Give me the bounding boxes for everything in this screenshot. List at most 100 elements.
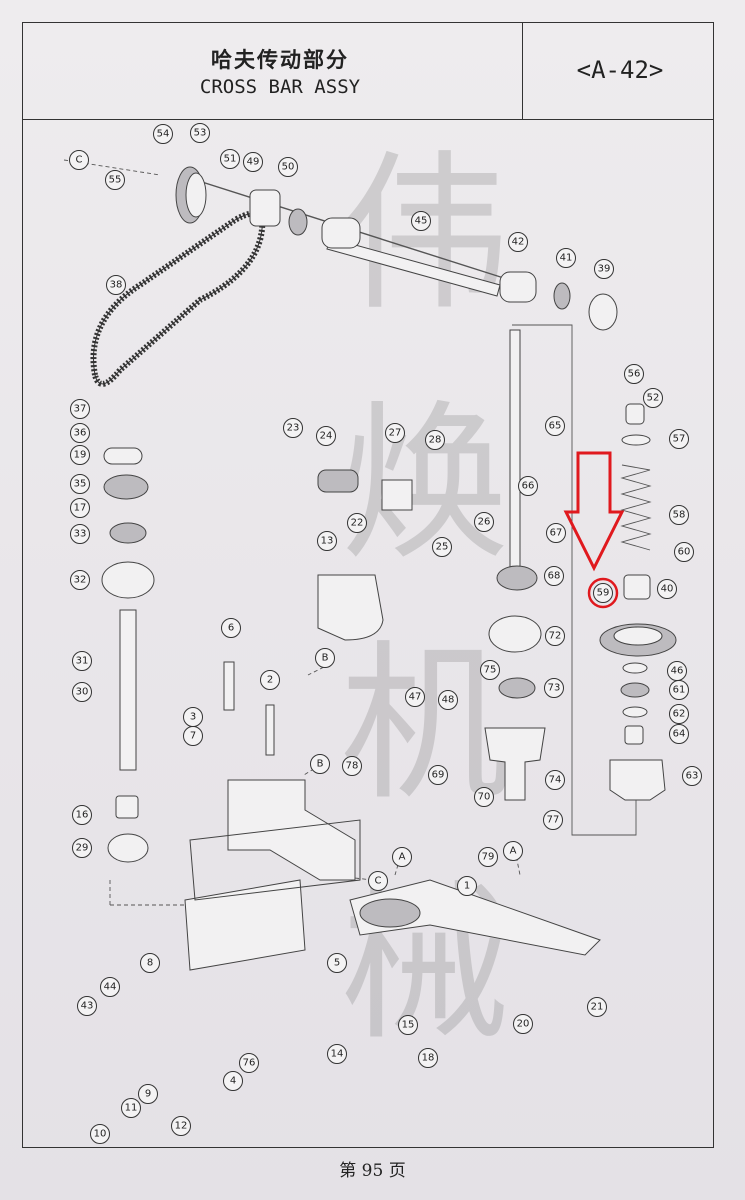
bearing-33: [109, 522, 147, 544]
callout-part-56: 56: [624, 364, 644, 384]
svg-text:55: 55: [109, 175, 122, 186]
callout-part-67: 67: [546, 523, 566, 543]
callout-part-24: 24: [316, 426, 336, 446]
title-block: [22, 22, 714, 120]
callout-part-48: 48: [438, 690, 458, 710]
svg-text:20: 20: [517, 1019, 530, 1030]
svg-text:65: 65: [549, 421, 562, 432]
callout-part-68: 68: [544, 566, 564, 586]
svg-text:21: 21: [591, 1002, 604, 1013]
callout-part-53: 53: [190, 123, 210, 143]
svg-text:17: 17: [74, 503, 87, 514]
callout-part-58: 58: [669, 505, 689, 525]
callout-part-73: 73: [544, 678, 564, 698]
title-divider: [522, 22, 523, 120]
highlight-arrow: [563, 451, 625, 572]
callout-part-76: 76: [239, 1053, 259, 1073]
cross-bar-1: [349, 879, 601, 956]
callout-part-40: 40: [657, 579, 677, 599]
svg-text:45: 45: [415, 216, 428, 227]
svg-text:46: 46: [671, 666, 684, 677]
gear-68: [496, 565, 538, 591]
svg-text:12: 12: [175, 1121, 188, 1132]
callout-part-4: 4: [223, 1071, 243, 1091]
sleeve-40: [623, 574, 651, 600]
coupling-49: [249, 189, 281, 227]
svg-text:29: 29: [76, 843, 89, 854]
svg-text:27: 27: [389, 428, 402, 439]
svg-text:19: 19: [74, 450, 87, 461]
collar-16: [115, 795, 139, 819]
callout-part-65: 65: [545, 416, 565, 436]
svg-text:41: 41: [560, 253, 573, 264]
callout-part-45: 45: [411, 211, 431, 231]
callout-part-23: 23: [283, 418, 303, 438]
callout-part-44: 44: [100, 977, 120, 997]
bearing: [288, 208, 308, 236]
svg-text:24: 24: [320, 431, 333, 442]
callout-ref-b-3: B: [310, 754, 330, 774]
svg-text:60: 60: [678, 547, 691, 558]
svg-text:48: 48: [442, 695, 455, 706]
callout-part-47: 47: [405, 687, 425, 707]
svg-text:64: 64: [673, 729, 686, 740]
svg-text:49: 49: [247, 157, 260, 168]
sleeve-part: [321, 217, 361, 249]
svg-text:43: 43: [81, 1001, 94, 1012]
svg-text:32: 32: [74, 575, 87, 586]
svg-text:79: 79: [482, 852, 495, 863]
svg-text:9: 9: [145, 1089, 151, 1100]
svg-text:50: 50: [282, 162, 295, 173]
svg-text:47: 47: [409, 692, 422, 703]
callout-part-18: 18: [418, 1048, 438, 1068]
callout-part-21: 21: [587, 997, 607, 1017]
callout-part-27: 27: [385, 423, 405, 443]
callout-part-75: 75: [480, 660, 500, 680]
svg-text:6: 6: [228, 623, 234, 634]
callout-part-37: 37: [70, 399, 90, 419]
svg-text:18: 18: [422, 1053, 435, 1064]
page-number: 第 95 页: [339, 1161, 406, 1181]
callout-part-1: 1: [457, 876, 477, 896]
callout-part-62: 62: [669, 704, 689, 724]
svg-text:70: 70: [478, 792, 491, 803]
callout-part-32: 32: [70, 570, 90, 590]
svg-text:57: 57: [673, 434, 686, 445]
bearing-61: [620, 682, 650, 698]
cap-56: [625, 403, 645, 425]
callout-part-13: 13: [317, 531, 337, 551]
ring-62: [622, 706, 648, 718]
callout-part-59: 59: [593, 583, 613, 603]
callout-part-20: 20: [513, 1014, 533, 1034]
svg-text:B: B: [317, 759, 324, 770]
callout-ref-c-4: C: [69, 150, 89, 170]
svg-text:28: 28: [429, 435, 442, 446]
svg-text:58: 58: [673, 510, 686, 521]
bearing-73: [498, 677, 536, 699]
svg-text:10: 10: [94, 1129, 107, 1140]
housing-63: [609, 759, 666, 801]
callout-part-46: 46: [667, 661, 687, 681]
svg-text:5: 5: [334, 958, 340, 969]
svg-text:33: 33: [74, 529, 87, 540]
callout-part-25: 25: [432, 537, 452, 557]
title-english: CROSS BAR ASSY: [199, 76, 361, 98]
callout-part-64: 64: [669, 724, 689, 744]
svg-text:8: 8: [147, 958, 153, 969]
callout-part-43: 43: [77, 996, 97, 1016]
callout-part-17: 17: [70, 498, 90, 518]
callout-part-78: 78: [342, 756, 362, 776]
callout-part-55: 55: [105, 170, 125, 190]
screw-6: [223, 661, 235, 711]
callout-part-79: 79: [478, 847, 498, 867]
gear-29: [107, 833, 149, 863]
svg-text:22: 22: [351, 518, 364, 529]
callout-ref-a-1: A: [503, 841, 523, 861]
highlight-circle: [587, 577, 619, 609]
callout-part-39: 39: [594, 259, 614, 279]
housing-74: [484, 727, 546, 801]
callout-part-11: 11: [121, 1098, 141, 1118]
callout-part-29: 29: [72, 838, 92, 858]
svg-text:11: 11: [125, 1103, 138, 1114]
svg-text:B: B: [322, 653, 329, 664]
